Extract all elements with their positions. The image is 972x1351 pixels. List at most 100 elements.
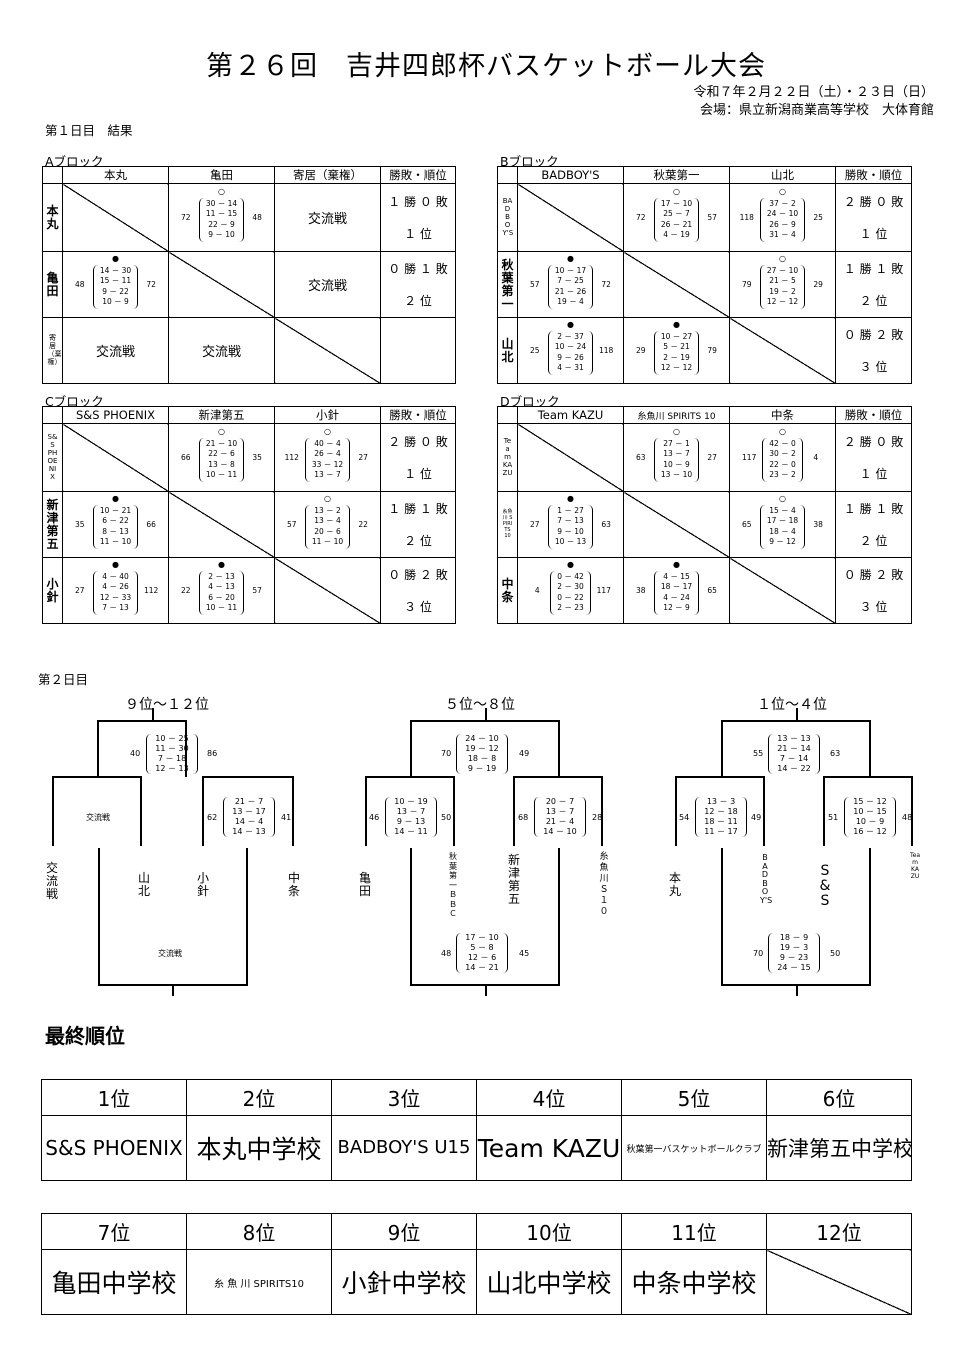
col-header: 亀田 [168, 166, 275, 184]
rank-team: 亀田中学校 [41, 1249, 187, 1315]
exchange-game: 交流戦 [62, 317, 169, 384]
score-right: 48 [902, 813, 913, 822]
score-left: 46 [369, 813, 380, 822]
score-left: 62 [207, 813, 218, 822]
rank-label: 7位 [41, 1213, 187, 1250]
row-header: BADBOY'S [497, 183, 518, 252]
final-standings-top: 1位 2位 3位 4位 5位 6位 S&S PHOENIX 本丸中学校 BADB… [41, 1079, 912, 1181]
block-b-label: Bブロック [500, 154, 559, 169]
record-header: 勝敗・順位 [380, 166, 456, 184]
block-d-table: Team KAZU 糸魚川 SPIRITS 10 中条 勝敗・順位 Team K… [497, 406, 912, 624]
record-cell [380, 317, 456, 384]
final-standings-heading: 最終順位 [45, 1024, 125, 1048]
diagonal-cell [623, 491, 730, 558]
row-header: 新津第五 [42, 491, 63, 558]
exchange-game: 交流戦 [274, 251, 381, 318]
rank-team: 新津第五中学校 [766, 1115, 912, 1181]
rank-team: 中条中学校 [621, 1249, 767, 1315]
rank-label: 3位 [331, 1079, 477, 1116]
rank-team: 山北中学校 [476, 1249, 622, 1315]
diagonal-cell [517, 423, 624, 492]
row-header: 本丸 [42, 183, 63, 252]
rank-team: Team KAZU [476, 1115, 622, 1181]
bracket-title: ９位～１２位 [125, 697, 209, 713]
col-header: 中条 [729, 406, 836, 424]
score-left: 70 [753, 949, 764, 958]
record-header: 勝敗・順位 [835, 166, 912, 184]
rank-label: 1位 [41, 1079, 187, 1116]
score-left: 68 [518, 813, 529, 822]
block-b-table: BADBOY'S 秋葉第一 山北 勝敗・順位 BADBOY'S 72○17 － … [497, 166, 912, 384]
block-c-label: Cブロック [45, 394, 104, 409]
row-header: 寄居（棄権） [42, 317, 63, 384]
score-right: 86 [207, 749, 218, 758]
rank-label: 8位 [186, 1213, 332, 1250]
final-standings-bottom: 7位 8位 9位 10位 11位 12位 亀田中学校 糸 魚 川 SPIRITS… [41, 1213, 912, 1315]
diagonal-cell [274, 317, 381, 384]
rank-label: 10位 [476, 1213, 622, 1250]
col-header: 寄居（棄権） [274, 166, 381, 184]
diagonal-cell [729, 557, 836, 624]
row-header: Team KAZU [497, 423, 518, 492]
rank-team: S&S PHOENIX [41, 1115, 187, 1181]
rank-label: 6位 [766, 1079, 912, 1116]
diagonal-cell [623, 251, 730, 318]
day2-label: 第２日目 [38, 672, 89, 687]
rank-label: 11位 [621, 1213, 767, 1250]
record-header: 勝敗・順位 [380, 406, 456, 424]
rank-team: 秋葉第一バスケットボールクラブ [621, 1115, 767, 1181]
col-header: 山北 [729, 166, 836, 184]
diagonal-cell [168, 251, 275, 318]
team-label: BADBOY'S [760, 853, 773, 905]
row-header: 山北 [497, 317, 518, 384]
rank-team: 糸 魚 川 SPIRITS10 [186, 1249, 332, 1315]
team-label: 新津第五 [507, 853, 520, 906]
score-right: 50 [830, 949, 841, 958]
team-label: 秋葉第一ＢＢＣ [449, 852, 457, 918]
col-header: 新津第五 [168, 406, 275, 424]
exchange-label: 交流戦 [86, 813, 110, 822]
team-label: 中条 [287, 871, 300, 898]
score-right: 63 [830, 749, 841, 758]
diagonal-cell [62, 423, 169, 492]
team-label: 山北 [137, 871, 150, 898]
bracket-title: １位～４位 [757, 697, 827, 713]
diagonal-cell [517, 183, 624, 252]
bracket-title: ５位～８位 [445, 697, 515, 713]
exchange-game: 交流戦 [168, 317, 275, 384]
col-header: 秋葉第一 [623, 166, 730, 184]
rank-team: BADBOY'S U15 [331, 1115, 477, 1181]
rank-label: 12位 [766, 1213, 912, 1250]
rank-team: 小針中学校 [331, 1249, 477, 1315]
score-left: 70 [441, 749, 452, 758]
team-label: 本丸 [668, 871, 681, 898]
block-a-label: Aブロック [45, 154, 104, 169]
